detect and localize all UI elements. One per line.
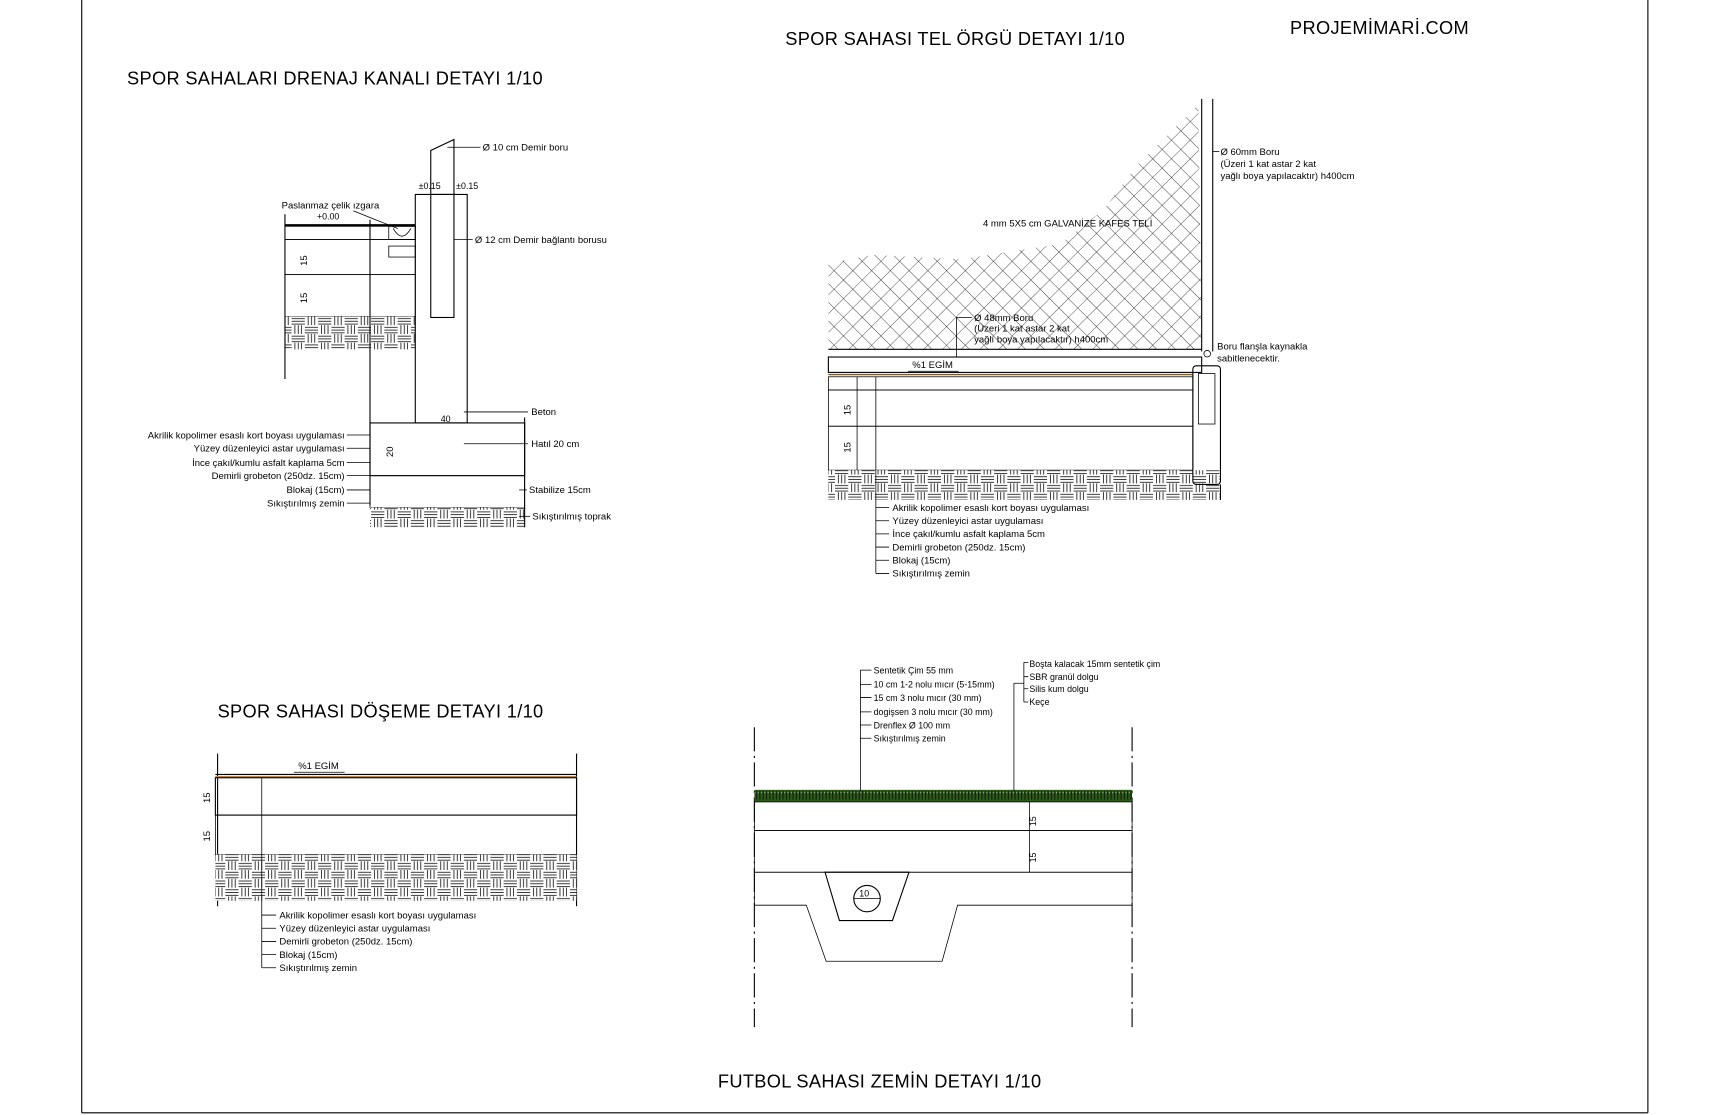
dim-15: 15 <box>202 831 213 842</box>
layer-label: Keçe <box>1029 697 1049 707</box>
grobeton-layer <box>827 389 1194 427</box>
asphalt-layer <box>827 376 1194 391</box>
floor-detail: SPOR SAHASI DÖŞEME DETAYI 1/10 %1 EGİM 1… <box>202 701 578 974</box>
dim-15: 15 <box>202 793 213 804</box>
dim-15: 15 <box>842 442 853 453</box>
callout-connection-pipe: Ø 12 cm Demir bağlantı borusu <box>475 235 607 246</box>
layer-label: Drenflex Ø 100 mm <box>874 720 950 730</box>
level-wall-left: ±0.15 <box>419 181 441 191</box>
floor-slope: %1 EGİM <box>298 761 339 772</box>
dim-10: 10 <box>859 888 869 898</box>
floor-layer-legend: Akrilik kopolimer esaslı kort boyası uyg… <box>261 777 476 974</box>
grobeton-layer <box>214 777 578 816</box>
steel-grate <box>388 225 416 240</box>
blokaj-layer <box>214 814 577 856</box>
layer-label: Akrilik kopolimer esaslı kort boyası uyg… <box>892 503 1089 514</box>
football-right-legend: Boşta kalacak 15mm sentetik çim SBR gran… <box>1013 659 1160 791</box>
soil-layer <box>828 470 1221 500</box>
sheet-border <box>81 0 1649 1114</box>
mesh-callout: 4 mm 5X5 cm GALVANİZE KAFES TELİ <box>983 218 1152 229</box>
layer-label: İnce çakıl/kumlu asfalt kaplama 5cm <box>192 458 345 469</box>
layer-label: Akrilik kopolimer esaslı kort boyası uyg… <box>148 430 345 441</box>
dim-40: 40 <box>441 414 451 424</box>
rail-pipe <box>827 356 1203 373</box>
connection-pipe <box>430 193 455 319</box>
brand-watermark: PROJEMİMARİ.COM <box>1290 18 1469 38</box>
concrete-wall <box>414 193 468 424</box>
drain-trench <box>824 871 910 922</box>
layer-label: Boşta kalacak 15mm sentetik çim <box>1029 659 1160 669</box>
rail-callout-line: (Üzeri 1 kat astar 2 kat <box>974 324 1070 335</box>
flange-callout-line: sabitlenecektir. <box>1217 353 1280 364</box>
flange-callout-line: Boru flanşla kaynakla <box>1217 341 1308 352</box>
stabilize-layer <box>369 475 526 508</box>
layer-label: Yüzey düzenleyici astar uygulaması <box>892 516 1043 527</box>
level-zero: +0.00 <box>317 212 339 222</box>
layer-label: SBR granül dolgu <box>1029 672 1098 682</box>
layer-label: Yüzey düzenleyici astar uygulaması <box>194 444 345 455</box>
fence-mesh-detail: SPOR SAHASI TEL ÖRGÜ DETAYI 1/10 %1 EGİM… <box>785 29 1354 580</box>
galvanized-wire-mesh <box>828 104 1202 350</box>
callout-pipe-top: Ø 10 cm Demir boru <box>483 143 568 154</box>
drainage-layer-legend: Akrilik kopolimer esaslı kort boyası uyg… <box>148 430 371 509</box>
callout-beam: Hatıl 20 cm <box>531 439 579 450</box>
compacted-soil <box>753 871 1133 962</box>
callout-concrete: Beton <box>531 407 556 418</box>
dim-15: 15 <box>842 405 853 416</box>
compacted-soil <box>370 507 525 528</box>
layer-label: Akrilik kopolimer esaslı kort boyası uyg… <box>279 910 476 921</box>
layer-label: Demirli grobeton (250dz. 15cm) <box>892 542 1025 553</box>
dim-15: 15 <box>299 293 310 304</box>
blokaj-layer <box>827 425 1194 471</box>
level-wall-right: ±0.15 <box>456 181 478 191</box>
callout-grate: Paslanmaz çelik ızgara <box>282 201 380 212</box>
rail-callout-line: Ø 48mm Boru <box>974 313 1033 324</box>
aggregate-layer-15cm <box>753 830 1133 873</box>
layer-label: 15 cm 3 nolu mıcır (30 mm) <box>874 693 982 703</box>
floor-title: SPOR SAHASI DÖŞEME DETAYI 1/10 <box>218 701 544 721</box>
callout-soil: Sıkıştırılmış toprak <box>532 512 611 523</box>
dim-20: 20 <box>385 446 396 457</box>
football-title: FUTBOL SAHASI ZEMİN DETAYI 1/10 <box>718 1072 1042 1092</box>
drainage-channel-detail: SPOR SAHALARI DRENAJ KANALI DETAYI 1/10 … <box>127 69 611 528</box>
layer-label: Sıkıştırılmış zemin <box>874 734 946 744</box>
rail-callout-line: yağlı boya yapılacaktır) h400cm <box>974 335 1108 346</box>
layer-label: Sıkıştırılmış zemin <box>279 963 357 974</box>
layer-label: Sentetik Çim 55 mm <box>874 665 953 675</box>
fence-title: SPOR SAHASI TEL ÖRGÜ DETAYI 1/10 <box>785 29 1125 49</box>
layer-label: Demirli grobeton (250dz. 15cm) <box>279 937 412 948</box>
iron-pipe <box>430 138 455 195</box>
dim-15: 15 <box>1028 852 1038 862</box>
aggregate-layer-10cm <box>753 801 1133 831</box>
layer-label: Sıkıştırılmış zemin <box>892 569 970 580</box>
dim-15: 15 <box>1028 816 1038 826</box>
football-left-legend: Sentetik Çim 55 mm 10 cm 1-2 nolu mıcır … <box>860 665 995 791</box>
post-callout-line: (Üzeri 1 kat astar 2 kat <box>1220 159 1316 170</box>
fence-layer-legend: Akrilik kopolimer esaslı kort boyası uyg… <box>875 376 1089 580</box>
asphalt-layer <box>284 225 416 240</box>
layer-label: Blokaj (15cm) <box>892 556 950 567</box>
drainage-title: SPOR SAHALARI DRENAJ KANALI DETAYI 1/10 <box>127 69 543 89</box>
fence-slope: %1 EGİM <box>912 360 953 371</box>
layer-label: Silis kum dolgu <box>1029 684 1088 694</box>
callout-stabilize: Stabilize 15cm <box>529 485 591 496</box>
football-ground-detail: FUTBOL SAHASI ZEMİN DETAYI 1/10 10 15 15… <box>718 659 1160 1092</box>
post-footing <box>1192 365 1222 485</box>
layer-label: Sıkıştırılmış zemin <box>267 498 345 509</box>
layer-label: Yüzey düzenleyici astar uygulaması <box>279 924 430 935</box>
layer-label: 10 cm 1-2 nolu mıcır (5-15mm) <box>874 680 995 690</box>
synthetic-grass <box>754 789 1133 802</box>
layer-label: Demirli grobeton (250dz. 15cm) <box>212 471 345 482</box>
layer-label: Blokaj (15cm) <box>287 485 345 496</box>
layer-label: dogişsen 3 nolu mıcır (30 mm) <box>874 707 993 717</box>
layer-label: Blokaj (15cm) <box>279 950 337 961</box>
layer-label: İnce çakıl/kumlu asfalt kaplama 5cm <box>892 529 1045 540</box>
soil-layer <box>284 316 416 350</box>
soil-layer <box>215 854 577 901</box>
post-callout-line: yağlı boya yapılacaktır) h400cm <box>1220 171 1354 182</box>
dim-15: 15 <box>299 255 310 266</box>
post-callout-line: Ø 60mm Boru <box>1220 147 1279 158</box>
